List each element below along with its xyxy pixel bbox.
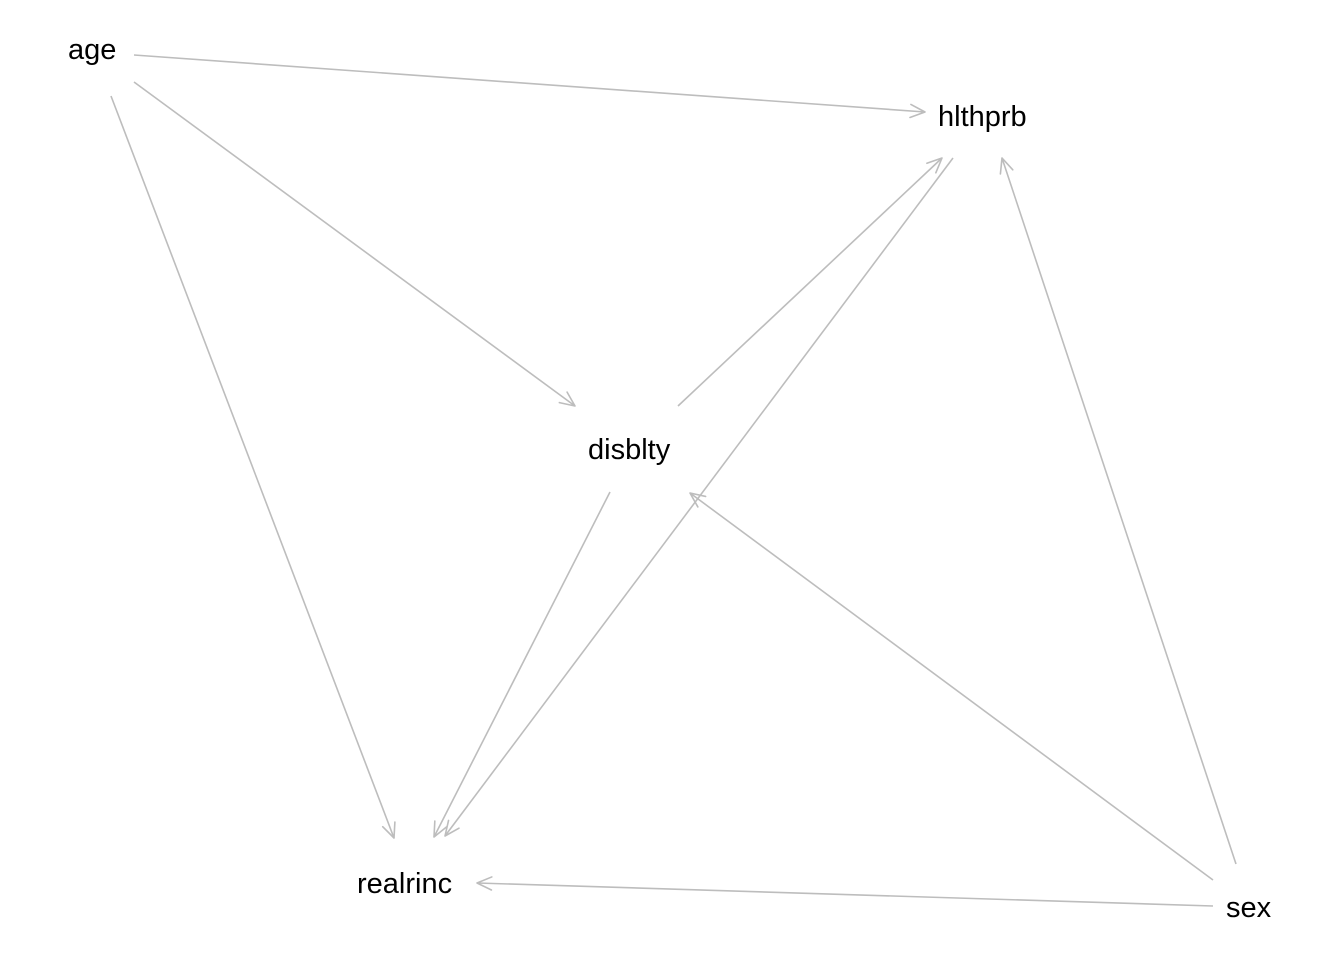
arrow-head-icon [909, 103, 926, 119]
arrow-head-icon [476, 876, 493, 891]
arrow-head-icon [999, 157, 1014, 175]
arrow-head-icon [444, 819, 460, 837]
edge-hlthprb-to-realrinc [444, 157, 954, 837]
edge-line [677, 157, 943, 407]
arrow-head-icon [689, 492, 707, 508]
edge-sex-to-realrinc [476, 876, 1214, 907]
edge-disblty-to-hlthprb [677, 157, 943, 407]
edge-age-to-hlthprb [133, 54, 926, 119]
arrow-head-icon [926, 157, 943, 174]
node-realrinc: realrinc [357, 868, 452, 900]
edge-line [476, 882, 1214, 907]
edge-sex-to-hlthprb [999, 157, 1237, 865]
node-hlthprb: hlthprb [938, 101, 1027, 133]
arrow-head-icon [381, 821, 396, 839]
edge-disblty-to-realrinc [433, 491, 611, 838]
node-disblty: disblty [588, 434, 671, 466]
edge-line [133, 81, 576, 407]
edge-line [1001, 157, 1237, 865]
node-sex: sex [1226, 892, 1272, 924]
edge-sex-to-disblty [689, 492, 1214, 881]
edge-line [110, 95, 395, 839]
edge-age-to-disblty [133, 81, 576, 407]
arrow-head-icon [558, 391, 576, 407]
edges-layer [110, 54, 1237, 907]
edge-line [133, 54, 926, 113]
edge-line [433, 491, 611, 838]
edge-age-to-realrinc [110, 95, 396, 839]
arrow-head-icon [433, 820, 448, 838]
edge-line [444, 157, 954, 837]
edge-line [689, 492, 1214, 881]
node-age: age [68, 34, 116, 66]
